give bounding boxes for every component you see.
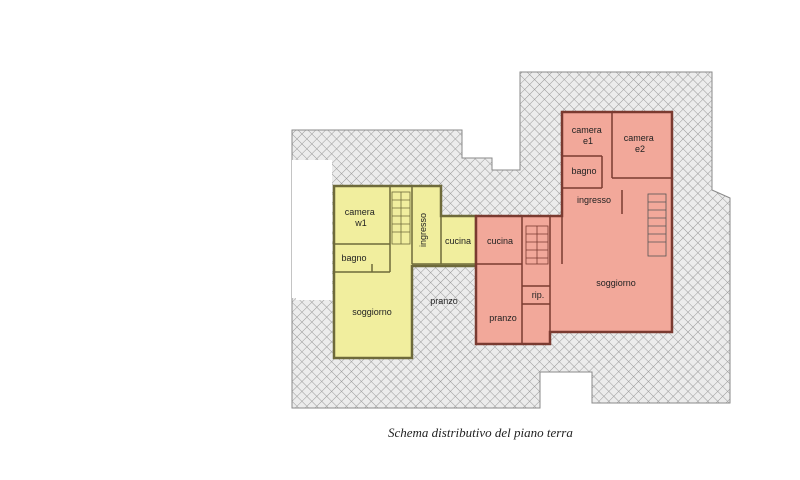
room-label-ingresso-w: ingresso — [418, 213, 428, 247]
room-label-cucina-w: cucina — [445, 236, 471, 246]
room-label-cucina-e: cucina — [487, 236, 513, 246]
room-label-camera-e1: camera e1 — [572, 125, 605, 146]
room-label-pranzo-w: pranzo — [430, 296, 458, 306]
room-label-ingresso-e: ingresso — [577, 195, 611, 205]
unit-east — [474, 110, 674, 346]
plan-caption: Schema distributivo del piano terra — [388, 425, 573, 440]
stair-east — [525, 225, 549, 265]
room-label-pranzo-e: pranzo — [489, 313, 517, 323]
unit-west — [332, 184, 478, 360]
room-label-soggiorno-e: soggiorno — [596, 278, 636, 288]
room-label-rip: rip. — [532, 290, 545, 300]
room-label-soggiorno-w: soggiorno — [352, 307, 392, 317]
room-label-bagno-e: bagno — [571, 166, 596, 176]
room-label-camera-w1: camera w1 — [345, 207, 378, 228]
room-label-bagno-w: bagno — [341, 253, 366, 263]
room-label-camera-e2: camera e2 — [624, 133, 657, 154]
stair-exterior — [647, 193, 667, 257]
stair-west — [391, 191, 411, 245]
